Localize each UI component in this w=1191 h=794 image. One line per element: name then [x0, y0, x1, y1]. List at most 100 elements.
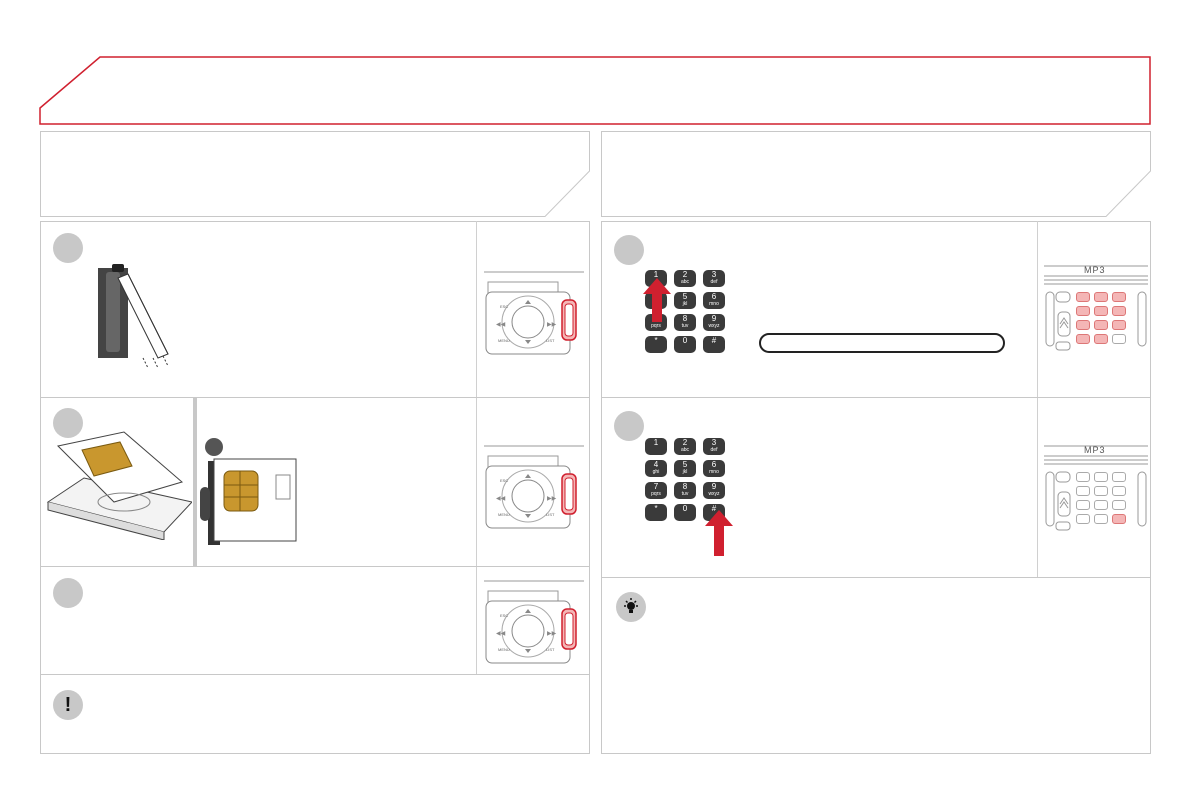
- svg-text:◀◀: ◀◀: [496, 631, 506, 637]
- phone-keypad-thumbnail: MP3: [1044, 262, 1148, 358]
- phone-mini-key: [1076, 486, 1090, 496]
- key-letters: abc: [680, 279, 690, 285]
- title-banner: [39, 56, 1151, 125]
- keypad-key: 0: [674, 336, 696, 353]
- key-letters: tuv: [681, 323, 689, 329]
- step-marker: [53, 408, 83, 438]
- key-number: 3: [711, 270, 717, 279]
- key-number: 1: [653, 270, 659, 279]
- phone-mini-key: [1076, 292, 1090, 302]
- key-number: #: [711, 504, 717, 513]
- keypad-key: *: [645, 504, 667, 521]
- phone-thumb-cell: [1037, 221, 1151, 397]
- phone-thumb-cell: [1037, 398, 1151, 577]
- lightbulb-icon: [624, 598, 638, 613]
- key-letters: mno: [709, 301, 719, 307]
- key-number: *: [654, 336, 658, 345]
- phone-panel-drawing: [1044, 445, 1148, 531]
- phone-mini-key: [1076, 320, 1090, 330]
- divider: [601, 397, 1151, 398]
- phone-mini-key: [1094, 292, 1108, 302]
- radio-thumb-cell: [476, 398, 590, 566]
- radio-thumb-cell: [476, 221, 590, 397]
- phone-mini-key: [1112, 472, 1126, 482]
- svg-text:LIST: LIST: [546, 338, 555, 343]
- keypad-key: #: [703, 336, 725, 353]
- phone-mini-key: [1112, 292, 1126, 302]
- key-number: 4: [653, 460, 659, 469]
- phone-keypad-thumbnail: MP3: [1044, 442, 1148, 538]
- key-number: 0: [682, 336, 688, 345]
- keypad-key: 1: [645, 270, 667, 287]
- phone-mini-key: [1112, 514, 1126, 524]
- keypad-key: 0: [674, 504, 696, 521]
- phone-mini-key: [1076, 500, 1090, 510]
- key-letters: abc: [680, 447, 690, 453]
- tip-icon-badge: [616, 592, 646, 622]
- svg-text:ESC: ESC: [500, 304, 508, 309]
- phone-mini-key: [1112, 334, 1126, 344]
- svg-text:MENU: MENU: [498, 512, 510, 517]
- svg-text:LIST: LIST: [546, 512, 555, 517]
- key-number: 0: [682, 504, 688, 513]
- arrow-up-icon: [643, 278, 671, 322]
- key-number: 8: [682, 482, 688, 491]
- key-letters: pqrs: [651, 491, 661, 497]
- sim-insert-illustration: [200, 438, 297, 545]
- key-number: *: [654, 504, 658, 513]
- key-number: 8: [682, 314, 688, 323]
- key-number: 5: [682, 460, 688, 469]
- svg-text:◀◀: ◀◀: [496, 496, 506, 502]
- divider: [601, 577, 1151, 578]
- divider: [40, 674, 590, 675]
- divider: [40, 566, 590, 567]
- left-header-panel: [40, 131, 590, 217]
- phone-mini-key: [1094, 486, 1108, 496]
- svg-text:MENU: MENU: [498, 647, 510, 652]
- key-letters: def: [710, 447, 718, 453]
- pin-entry-field[interactable]: [759, 333, 1005, 353]
- key-letters: ghi: [652, 469, 660, 475]
- exclamation-icon: !: [64, 693, 72, 716]
- key-number: 6: [711, 292, 717, 301]
- phone-mini-key: [1094, 320, 1108, 330]
- step-marker: [53, 578, 83, 608]
- key-letters: wxyz: [708, 323, 720, 329]
- phone-mini-key: [1094, 306, 1108, 316]
- key-number: 3: [711, 438, 717, 447]
- display-label: MP3: [1084, 445, 1106, 455]
- phone-mini-key: [1112, 486, 1126, 496]
- phone-mini-key: [1112, 320, 1126, 330]
- svg-text:ESC: ESC: [500, 613, 508, 618]
- warning-icon-badge: !: [53, 690, 83, 720]
- sim-eject-illustration: [98, 264, 169, 369]
- key-number: #: [711, 336, 717, 345]
- key-letters: jkl: [682, 469, 688, 475]
- key-number: 7: [653, 482, 659, 491]
- phone-mini-key: [1076, 472, 1090, 482]
- phone-mini-key: [1112, 500, 1126, 510]
- key-letters: def: [710, 279, 718, 285]
- phone-mini-key: [1076, 514, 1090, 524]
- radio-thumb-cell: [476, 567, 590, 674]
- step-marker: [614, 235, 644, 265]
- phone-panel-drawing: [1044, 265, 1148, 351]
- key-letters: pqrs: [651, 323, 661, 329]
- key-letters: wxyz: [708, 491, 720, 497]
